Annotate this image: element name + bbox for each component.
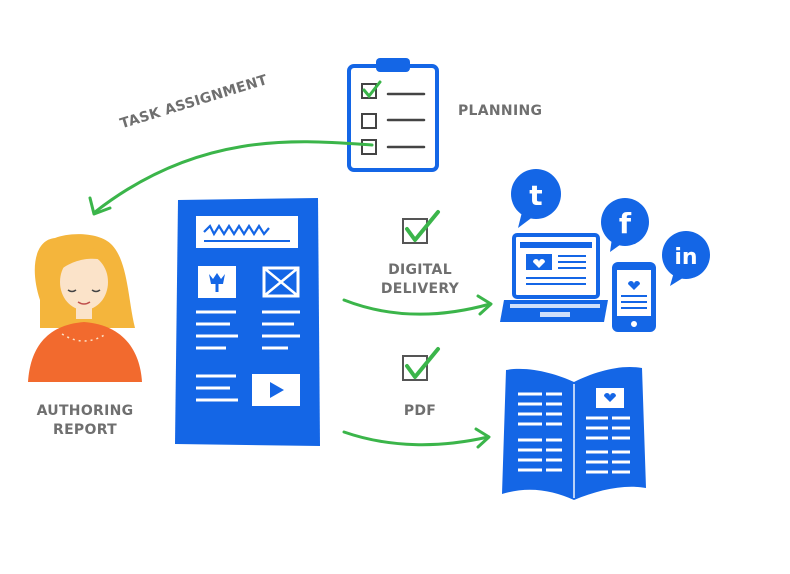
digital-label-line2: DELIVERY xyxy=(380,281,460,297)
facebook-bubble-icon: f xyxy=(601,198,649,252)
magazine-icon xyxy=(502,366,646,500)
facebook-letter: f xyxy=(619,207,632,240)
planning-label: PLANNING xyxy=(458,103,543,119)
authoring-label-line1: AUTHORING xyxy=(36,403,134,419)
checkmark-icon xyxy=(402,210,440,244)
twitter-letter: t xyxy=(529,179,542,212)
task-assignment-arrow xyxy=(88,140,374,216)
person-icon xyxy=(28,234,142,382)
laptop-icon xyxy=(500,233,608,322)
digital-label-line1: DIGITAL xyxy=(388,262,452,278)
checkmark-icon xyxy=(402,347,440,381)
authoring-label-line2: REPORT xyxy=(52,422,117,438)
clipboard-icon xyxy=(347,58,439,172)
document-icon xyxy=(175,198,320,446)
digital-delivery-label: DIGITAL DELIVERY xyxy=(370,261,470,299)
pdf-arrow xyxy=(342,427,491,449)
phone-icon xyxy=(612,262,656,332)
linkedin-bubble-icon: in xyxy=(662,231,710,286)
authoring-report-label: AUTHORING REPORT xyxy=(30,402,140,440)
linkedin-letters: in xyxy=(674,245,697,270)
twitter-bubble-icon: t xyxy=(511,169,561,228)
pdf-label: PDF xyxy=(403,403,437,419)
digital-arrow xyxy=(342,294,493,316)
